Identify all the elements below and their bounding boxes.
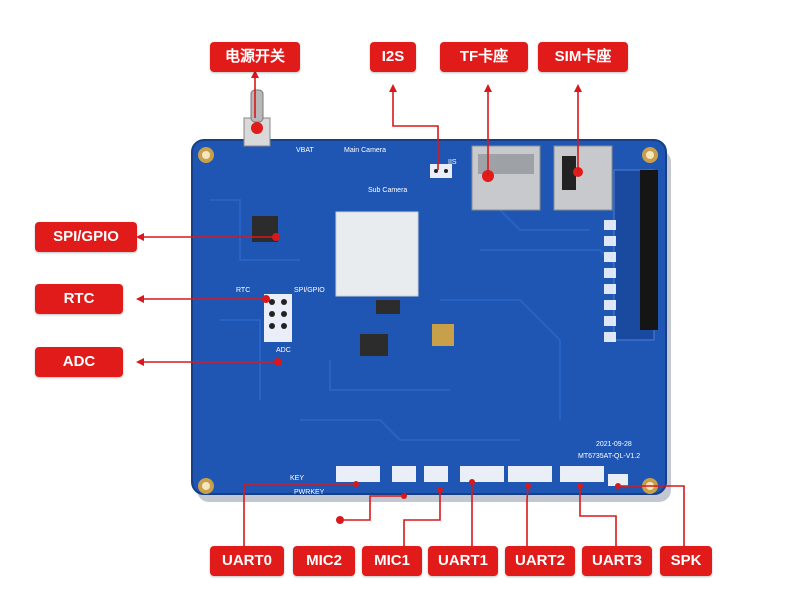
silk-rtc: RTC — [236, 287, 250, 294]
label-rtc: RTC — [35, 284, 123, 314]
silk-vbat: VBAT — [296, 147, 314, 154]
leader-arrowheads — [136, 70, 582, 366]
power-switch-component — [243, 89, 271, 147]
label-uart1: UART1 — [428, 546, 498, 576]
camera-shield — [335, 211, 419, 297]
silk-version: 2021-09-28 — [596, 441, 632, 448]
silk-spi-gpio: SPI/GPIO — [294, 287, 325, 294]
bottom-connectors — [336, 466, 628, 486]
silk-iis: IIS — [448, 159, 457, 166]
iis-header — [430, 164, 452, 178]
label-power-switch: 电源开关 — [210, 42, 300, 72]
silk-pwrkey: PWRKEY — [294, 489, 325, 496]
label-sim-slot: SIM卡座 — [538, 42, 628, 72]
gold-pad — [432, 324, 454, 346]
leader-lines — [140, 74, 685, 548]
silk-main-camera: Main Camera — [344, 147, 386, 154]
label-adc: ADC — [35, 347, 123, 377]
silkscreen-text: Main Camera Sub Camera IIS SPI/GPIO RTC … — [236, 147, 640, 496]
right-header-strip — [604, 169, 658, 342]
silk-adc: ADC — [276, 347, 291, 354]
label-uart2: UART2 — [505, 546, 575, 576]
tf-card-slot — [471, 145, 541, 211]
ic-chip — [360, 334, 388, 356]
diode-chip — [376, 300, 400, 314]
silk-sub-camera: Sub Camera — [368, 187, 407, 194]
label-uart0: UART0 — [210, 546, 284, 576]
label-uart3: UART3 — [582, 546, 652, 576]
pcb-board — [192, 140, 666, 494]
sim-card-slot — [553, 145, 613, 211]
leader-dots — [262, 233, 621, 524]
silk-model: MT6735AT-QL-V1.2 — [578, 453, 640, 460]
pcb-edge — [191, 139, 667, 495]
silk-key: KEY — [290, 475, 304, 482]
pcb-traces — [210, 199, 621, 441]
spi-gpio-header — [264, 294, 292, 342]
label-i2s: I2S — [370, 42, 416, 72]
label-spk: SPK — [660, 546, 712, 576]
label-mic1: MIC1 — [362, 546, 422, 576]
label-spi-gpio: SPI/GPIO — [35, 222, 137, 252]
label-tf-slot: TF卡座 — [440, 42, 528, 72]
label-mic2: MIC2 — [293, 546, 355, 576]
